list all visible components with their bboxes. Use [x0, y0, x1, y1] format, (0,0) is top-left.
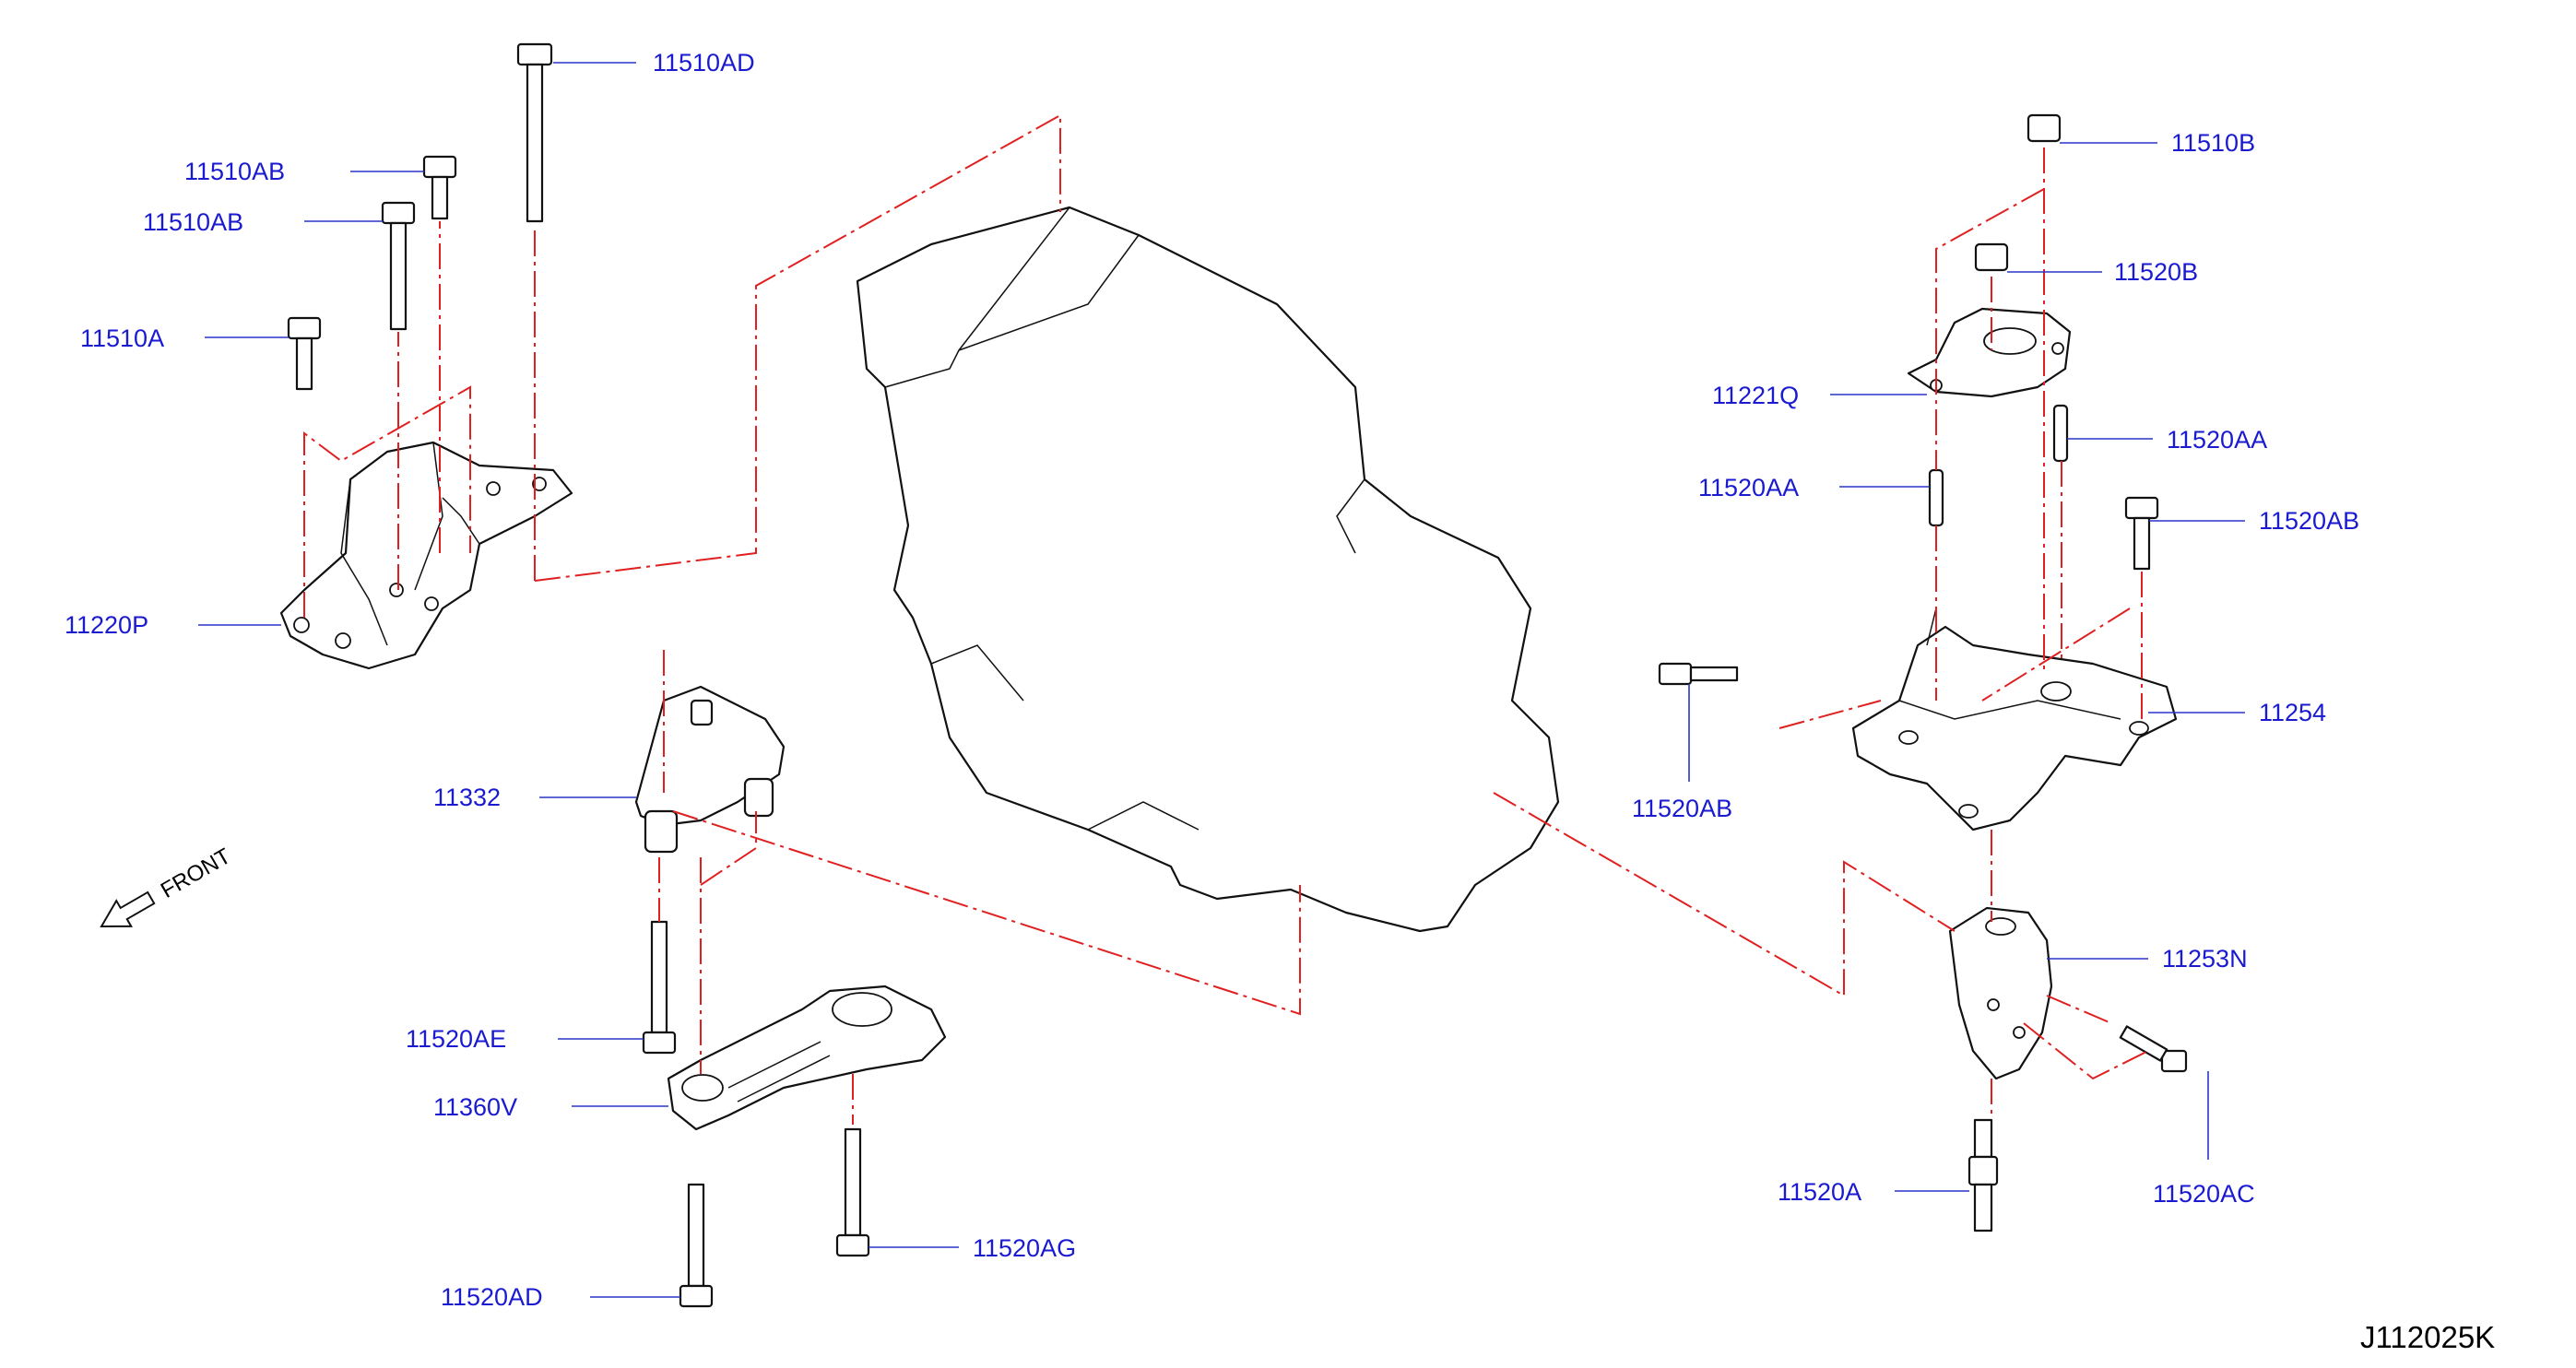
label-11360V[interactable]: 11360V: [433, 1093, 517, 1121]
label-11520AA-right[interactable]: 11520AA: [2167, 426, 2267, 454]
label-11332[interactable]: 11332: [433, 784, 501, 811]
bolt-11510AB-lower: [381, 201, 416, 331]
drawing-code: J112025K: [2360, 1320, 2495, 1354]
front-label: FRONT: [157, 843, 235, 903]
label-11510AD[interactable]: 11510AD: [653, 49, 755, 77]
part-labels: 11510AD 11510AB 11510AB 11510A 11220P 11…: [65, 49, 2359, 1311]
nut-11520B: [1974, 242, 2009, 272]
label-11221Q[interactable]: 11221Q: [1712, 382, 1799, 409]
label-11520B[interactable]: 11520B: [2114, 258, 2198, 286]
label-11520AD[interactable]: 11520AD: [441, 1283, 543, 1311]
stud-11520AA-right: [2052, 404, 2069, 463]
label-11520AE[interactable]: 11520AE: [406, 1025, 506, 1053]
label-11254[interactable]: 11254: [2259, 699, 2326, 726]
label-11510B[interactable]: 11510B: [2171, 129, 2255, 157]
phantom-lines: [303, 113, 2149, 1125]
bolt-11510A: [287, 316, 322, 391]
engine-block: [856, 206, 1560, 933]
nut-11510B: [2027, 113, 2062, 143]
stud-11520AA-left: [1928, 468, 1944, 527]
front-indicator: FRONT: [100, 843, 235, 928]
bolt-11520AE: [642, 920, 677, 1055]
left-engine-mount-bracket: [279, 441, 573, 670]
stud-11520A: [1967, 1118, 1999, 1232]
leader-lines: [198, 62, 2245, 1298]
bolt-11510AD: [516, 42, 553, 223]
bolt-11520AB-side: [1658, 662, 1739, 686]
bolt-11520AG: [835, 1127, 870, 1257]
label-11520AG[interactable]: 11520AG: [973, 1234, 1076, 1262]
label-11520AB-side[interactable]: 11520AB: [1632, 795, 1732, 822]
label-11220P[interactable]: 11220P: [65, 611, 148, 639]
front-arrow-icon: [100, 890, 156, 928]
label-11520A[interactable]: 11520A: [1778, 1178, 1861, 1206]
bolt-11520AD: [679, 1183, 714, 1308]
torque-rod-11360V: [667, 985, 947, 1131]
bracket-11254: [1851, 607, 2178, 831]
bolt-11520AC: [2119, 1025, 2188, 1073]
bracket-11332: [634, 685, 786, 854]
label-11510A[interactable]: 11510A: [80, 324, 164, 352]
label-11510AB-upper[interactable]: 11510AB: [184, 158, 285, 185]
label-11510AB-lower[interactable]: 11510AB: [143, 208, 243, 236]
bolt-11510AB-upper: [422, 155, 457, 220]
label-11520AC[interactable]: 11520AC: [2153, 1180, 2255, 1208]
label-11520AA-left[interactable]: 11520AA: [1698, 474, 1799, 501]
bracket-11253N: [1948, 906, 2053, 1080]
insulator-11221Q: [1907, 307, 2072, 398]
label-11520AB-upper[interactable]: 11520AB: [2259, 507, 2359, 535]
bolt-11520AB-upper: [2124, 496, 2159, 571]
label-11253N[interactable]: 11253N: [2162, 945, 2248, 973]
